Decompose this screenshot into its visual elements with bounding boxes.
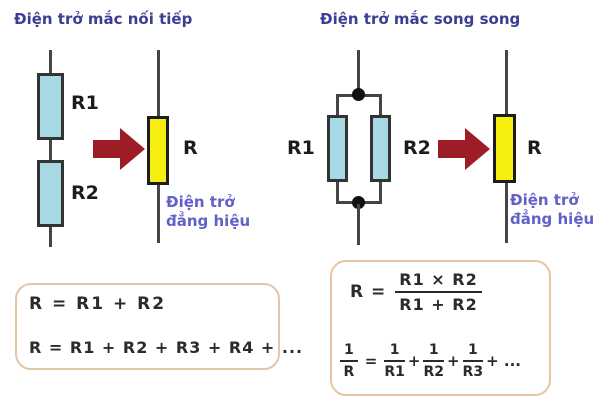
- parallel-r-label: R: [527, 137, 542, 159]
- parallel-top-wire: [357, 50, 360, 96]
- series-equivalent-caption-line1: Điện trở: [166, 193, 235, 211]
- equals-sign: =: [364, 352, 378, 370]
- series-resistor-r2: [37, 160, 64, 227]
- parallel-title: Điện trở mắc song song: [320, 10, 521, 28]
- series-equivalent-caption-line2: đẳng hiệu: [166, 212, 251, 230]
- ellipsis-continuation: + ...: [486, 352, 521, 370]
- reciprocal-r: 1 R: [340, 342, 358, 380]
- parallel-formula-fraction: R1 × R2 R1 + R2: [395, 270, 482, 314]
- parallel-resistor-r2: [370, 115, 391, 182]
- parallel-equivalent-arrow-icon: [438, 128, 490, 170]
- fraction-denominator: R2: [423, 364, 444, 380]
- series-formula-box: R = R1 + R2 R = R1 + R2 + R3 + R4 + ...: [15, 283, 302, 370]
- series-r1-label: R1: [71, 92, 99, 114]
- series-equivalent-arrow-icon: [93, 128, 145, 170]
- parallel-formula-lhs: R =: [350, 282, 387, 302]
- fraction-denominator: R3: [462, 364, 484, 380]
- plus-sign: +: [407, 352, 421, 370]
- fraction-numerator: R1 × R2: [395, 270, 482, 293]
- parallel-formula-two-resistors: R = R1 × R2 R1 + R2: [350, 270, 482, 314]
- parallel-r2-label: R2: [403, 137, 431, 159]
- fraction-denominator: R1 + R2: [399, 295, 478, 314]
- plus-sign: +: [446, 352, 460, 370]
- parallel-equivalent-caption: Điện trở đẳng hiệu: [510, 191, 594, 229]
- fraction-numerator: 1: [423, 342, 444, 362]
- series-title: Điện trở mắc nối tiếp: [14, 10, 193, 28]
- fraction-denominator: R1: [384, 364, 405, 380]
- parallel-equivalent-resistor: [493, 114, 516, 183]
- fraction-numerator: 1: [340, 342, 358, 362]
- reciprocal-r2: 1 R2: [423, 342, 444, 380]
- reciprocal-r3: 1 R3: [462, 342, 484, 380]
- parallel-top-junction-node: [352, 88, 365, 101]
- fraction-denominator: R: [343, 364, 355, 380]
- parallel-formula-general: 1 R = 1 R1 + 1 R2 + 1 R3 + ...: [340, 342, 521, 380]
- series-resistor-r1: [37, 73, 64, 140]
- parallel-r1-label: R1: [287, 137, 315, 159]
- parallel-formula-box: R = R1 × R2 R1 + R2 1 R = 1 R1 + 1 R2 +: [330, 260, 551, 396]
- series-r-label: R: [183, 137, 198, 159]
- fraction-numerator: 1: [384, 342, 405, 362]
- series-circuit-wire: [49, 50, 52, 247]
- series-equivalent-caption: Điện trở đẳng hiệu: [166, 193, 250, 231]
- series-formula-two-resistors: R = R1 + R2: [29, 294, 167, 314]
- series-equivalent-resistor: [147, 116, 169, 185]
- reciprocal-r1: 1 R1: [384, 342, 405, 380]
- parallel-resistor-r1: [327, 115, 348, 182]
- series-r2-label: R2: [71, 182, 99, 204]
- parallel-equivalent-caption-line2: đẳng hiệu: [510, 210, 595, 228]
- parallel-equivalent-caption-line1: Điện trở: [510, 191, 579, 209]
- parallel-bottom-junction-node: [352, 196, 365, 209]
- parallel-bottom-wire: [357, 204, 360, 245]
- series-formula-general: R = R1 + R2 + R3 + R4 + ...: [29, 338, 304, 357]
- fraction-numerator: 1: [462, 342, 484, 362]
